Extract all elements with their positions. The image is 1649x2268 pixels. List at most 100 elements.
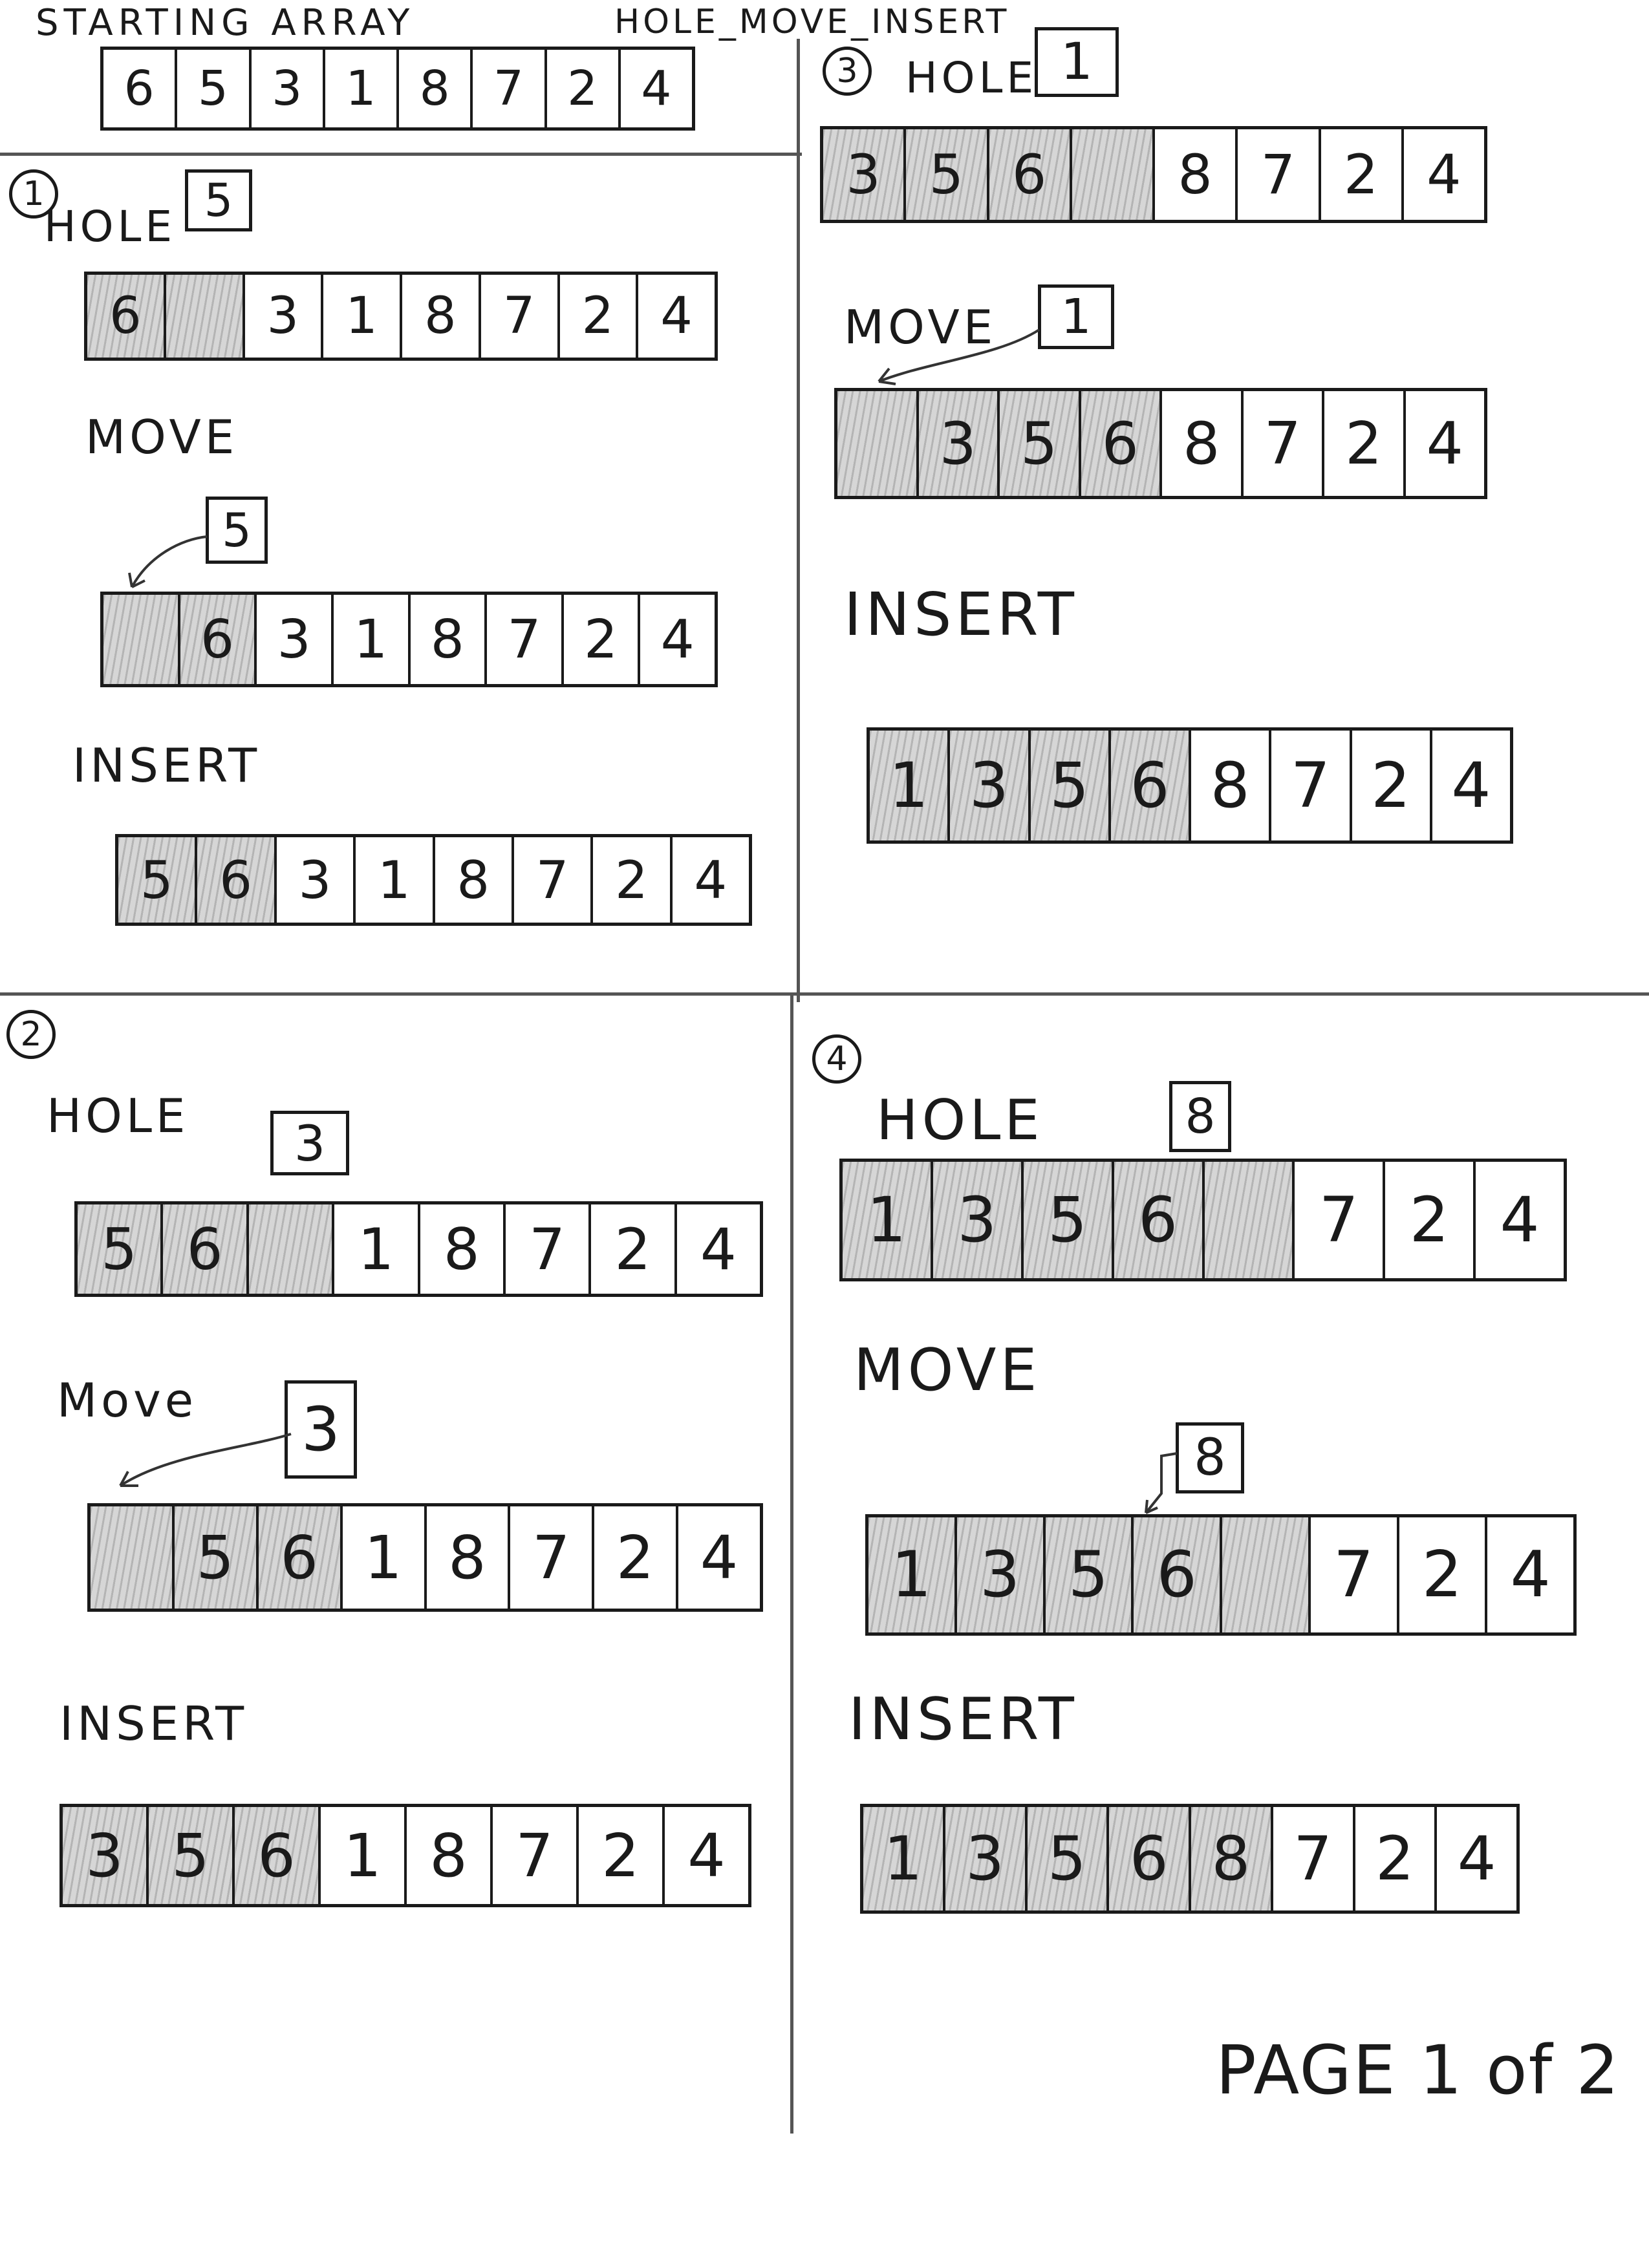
move-arrow-icon [119,1433,292,1487]
array-cell: 6 [1114,1162,1205,1278]
step-number-badge: 2 [6,1010,56,1059]
array-cell: 8 [402,275,481,358]
array-cell: 5 [1023,1162,1114,1278]
array-cell: 5 [1000,391,1081,496]
array-cell: 2 [1385,1162,1476,1278]
hole-array: 3 5 6 8 7 2 4 [820,126,1487,223]
move-array: 3 5 6 8 7 2 4 [834,388,1487,499]
array-cell: 7 [1295,1162,1386,1278]
middle-divider [0,992,1649,996]
array-cell [1204,1162,1295,1278]
array-cell: 3 [918,391,1000,496]
array-cell: 2 [593,837,673,923]
array-cell: 1 [323,275,402,358]
array-cell: 6 [1110,731,1191,840]
temp-value-box: 8 [1176,1422,1244,1493]
array-cell: 4 [660,608,695,670]
array-cell: 6 [235,1807,321,1904]
move-label: MOVE [85,410,239,464]
temp-value-box: 3 [285,1380,357,1479]
array-cell: 4 [700,1215,737,1283]
array-cell: 2 [1355,1807,1438,1910]
temp-value-box: 1 [1035,27,1119,97]
array-cell: 4 [660,287,693,345]
array-cell: 1 [868,1517,957,1632]
step-number-badge: 3 [823,47,872,96]
move-label: Move [57,1373,198,1428]
temp-value-box: 1 [1038,284,1114,349]
step-number-badge: 4 [812,1034,861,1084]
array-cell: 5 [906,129,989,220]
array-cell: 4 [1500,1184,1540,1256]
array-cell [248,1204,335,1294]
step-number-badge: 1 [9,169,58,219]
move-array: 5 6 1 8 7 2 4 [87,1503,763,1612]
array-cell: 1 [343,1506,427,1609]
array-cell: 8 [1191,1807,1273,1910]
array-cell: 1 [334,1204,420,1294]
temp-value-box: 5 [206,497,268,564]
hole-label: HOLE [905,53,1038,103]
array-cell: 7 [481,275,560,358]
array-cell: 3 [823,129,907,220]
temp-value-box: 3 [270,1111,349,1175]
array-cell: 3 [950,731,1031,840]
array-cell: 7 [487,595,564,684]
move-array: 6 3 1 8 7 2 4 [100,592,718,687]
array-cell: 5 [1027,1807,1110,1910]
array-cell: 7 [1271,731,1352,840]
array-cell: 7 [514,837,594,923]
array-cell: 5 [1030,731,1111,840]
insert-label: INSERT [848,1685,1078,1753]
array-cell: 4 [700,1523,738,1592]
move-arrow-icon [1145,1452,1178,1514]
array-cell: 2 [594,1506,679,1609]
array-cell: 1 [863,1807,945,1910]
array-cell: 7 [1244,391,1324,496]
array-cell: 7 [1311,1517,1399,1632]
array-cell: 1 [870,731,951,840]
array-cell: 2 [1399,1517,1488,1632]
array-cell: 6 [103,50,178,127]
array-cell: 5 [78,1204,164,1294]
page-title: HOLE_MOVE_INSERT [614,3,1010,41]
array-cell: 8 [420,1204,506,1294]
array-cell: 2 [1321,129,1404,220]
starting-array: 6 5 3 1 8 7 2 4 [100,47,695,131]
array-cell: 3 [945,1807,1028,1910]
hole-label: HOLE [44,202,177,251]
array-cell [1222,1517,1311,1632]
array-cell: 4 [1426,409,1463,478]
move-label: MOVE [844,300,997,354]
insert-label: INSERT [72,738,261,793]
array-cell: 2 [1352,731,1432,840]
insert-label: INSERT [59,1696,248,1751]
array-cell: 6 [258,1506,343,1609]
array-cell: 8 [407,1807,493,1904]
array-cell: 6 [1081,391,1162,496]
temp-value-box: 8 [1169,1081,1231,1152]
array-cell: 8 [1155,129,1238,220]
insert-array: 5 6 3 1 8 7 2 4 [115,834,752,926]
hole-array: 5 6 1 8 7 2 4 [74,1201,763,1297]
array-cell: 3 [956,1517,1046,1632]
center-divider-top [797,39,800,1002]
array-cell: 7 [493,1807,579,1904]
array-cell: 6 [1134,1517,1222,1632]
insert-array: 3 5 6 1 8 7 2 4 [59,1804,751,1907]
array-cell: 2 [591,1204,677,1294]
array-cell: 5 [149,1807,235,1904]
array-cell: 5 [174,1506,259,1609]
hole-label: HOLE [47,1089,189,1143]
array-cell: 1 [843,1162,933,1278]
array-cell: 3 [245,275,324,358]
array-cell: 2 [579,1807,665,1904]
array-cell: 2 [564,595,641,684]
array-cell: 6 [197,837,277,923]
array-cell: 6 [87,275,166,358]
insert-label: INSERT [844,580,1078,649]
array-cell: 1 [325,50,399,127]
array-cell: 7 [506,1204,592,1294]
insert-array: 1 3 5 6 8 7 2 4 [860,1804,1520,1914]
starting-array-label: STARTING ARRAY [36,2,415,44]
